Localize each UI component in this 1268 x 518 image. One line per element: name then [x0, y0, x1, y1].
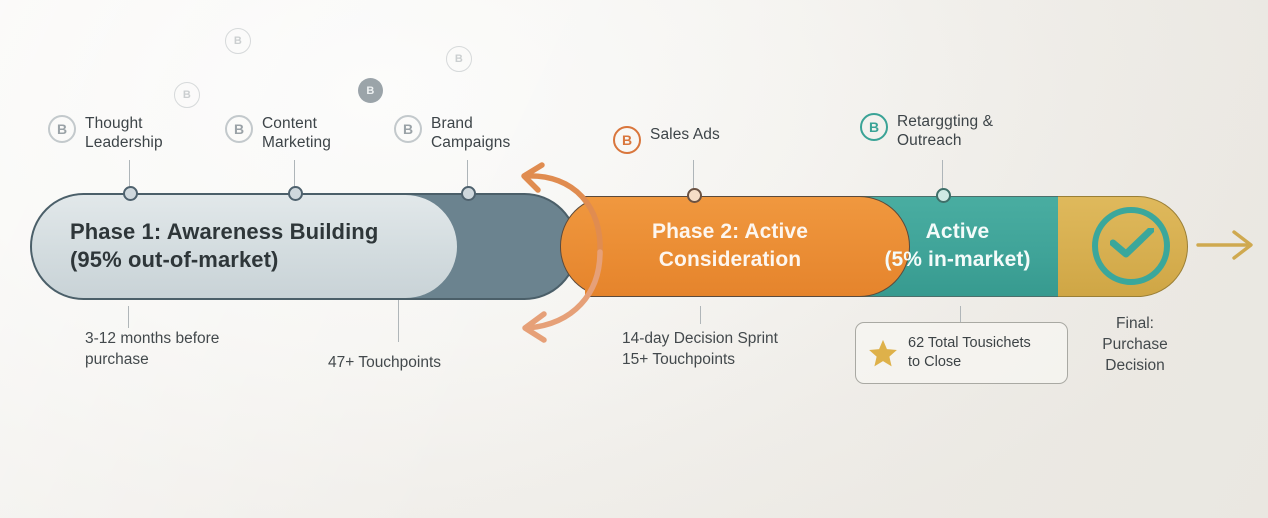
brand-b-icon: B	[613, 126, 641, 154]
phase2-title: Phase 2: Active Consideration	[652, 220, 808, 271]
annotation-final-decision: Final: Purchase Decision	[1102, 315, 1168, 374]
checkmark-icon	[1110, 228, 1154, 258]
check-circle-outline-icon	[1092, 207, 1170, 285]
star-icon	[869, 339, 897, 367]
annotation-months-before-purchase: 3-12 months before purchase	[85, 330, 220, 368]
legend-item-content-marketing[interactable]: B Content Marketing	[225, 114, 331, 152]
transition-curved-arrows-icon	[521, 162, 603, 343]
connector-stem	[467, 160, 469, 192]
annotation-leader-line	[398, 300, 400, 342]
annotation-touchpoints-phase1: 47+ Touchpoints	[328, 354, 442, 371]
brand-b-icon: B	[394, 115, 422, 143]
connector-stem	[129, 160, 131, 192]
background-b-badge-icon: B	[358, 78, 383, 103]
legend-item-label: Retarggting & Outreach	[897, 113, 994, 149]
brand-b-icon: B	[48, 115, 76, 143]
background-b-badge-icon: B	[225, 28, 251, 54]
node-thought-leadership[interactable]	[123, 186, 138, 201]
legend-item-label: Sales Ads	[650, 126, 720, 143]
legend-item-label: Thought Leadership	[85, 115, 163, 151]
legend-item-thought-leadership[interactable]: B Thought Leadership	[48, 114, 163, 152]
node-sales-ads[interactable]	[687, 188, 702, 203]
legend-item-label: Content Marketing	[262, 115, 331, 151]
node-content-marketing[interactable]	[288, 186, 303, 201]
brand-b-icon: B	[860, 113, 888, 141]
background-b-badge-icon: B	[174, 82, 200, 108]
background-b-badge-icon: B	[446, 46, 472, 72]
node-retargeting[interactable]	[936, 188, 951, 203]
timeline-bar	[0, 185, 1268, 305]
connector-stem	[294, 160, 296, 192]
annotation-leader-line	[960, 306, 962, 322]
legend-item-brand-campaigns[interactable]: B Brand Campaigns	[394, 114, 510, 152]
phase2-segment-right-cap	[800, 196, 910, 297]
annotation-leader-line	[700, 306, 702, 324]
callout-label: 62 Total Tousichets to Close	[908, 335, 1031, 370]
legend-item-sales-ads[interactable]: B Sales Ads	[613, 125, 720, 154]
connector-stem	[693, 160, 695, 192]
node-brand-campaigns[interactable]	[461, 186, 476, 201]
annotation-decision-sprint: 14-day Decision Sprint 15+ Touchpoints	[622, 330, 778, 368]
total-touchpoints-callout[interactable]: 62 Total Tousichets to Close	[855, 322, 1068, 384]
phase3-title: Active (5% in-market)	[884, 220, 1031, 271]
phase1-title: Phase 1: Awareness Building (95% out-of-…	[70, 219, 379, 272]
connector-stem	[942, 160, 944, 192]
forward-arrow-icon	[1196, 230, 1253, 260]
legend-item-retargeting-outreach[interactable]: B Retarggting & Outreach	[860, 112, 993, 150]
legend-item-label: Brand Campaigns	[431, 115, 511, 151]
annotation-leader-line	[128, 306, 130, 328]
brand-b-icon: B	[225, 115, 253, 143]
phase1-segment-inner[interactable]	[32, 195, 457, 298]
